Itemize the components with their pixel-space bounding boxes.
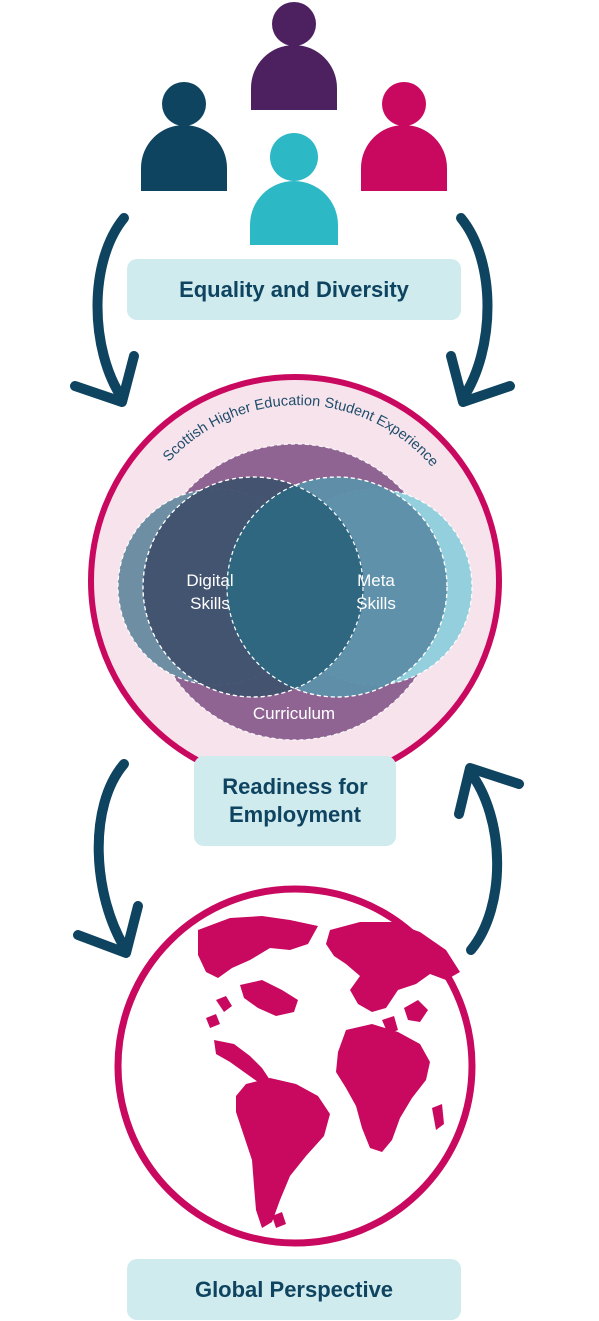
curved-arrow-icon-top-left: [70, 213, 139, 407]
label-global-text: Global Perspective: [194, 1276, 394, 1302]
label-equality-text: Equality and Diversity: [179, 276, 409, 302]
venn-overlap-center: [226, 485, 364, 689]
label-readiness-for-employment: Readiness for Employment: [194, 756, 396, 846]
curved-arrow-icon-bottom-left: [73, 759, 143, 958]
person-icon-purple: [251, 2, 337, 110]
venn-label-meta-line1: Meta: [357, 571, 395, 590]
label-equality-and-diversity: Equality and Diversity: [127, 259, 461, 320]
person-icon-light-teal: [250, 133, 338, 245]
globe-icon: [114, 885, 476, 1247]
label-readiness-line2: Employment: [228, 802, 362, 827]
venn-label-digital-line1: Digital: [186, 571, 233, 590]
curved-arrow-icon-bottom-right: [454, 763, 524, 955]
venn-label-curriculum: Curriculum: [253, 704, 335, 723]
venn-label-digital-line2: Skills: [190, 594, 230, 613]
venn-circles: [117, 443, 473, 741]
venn-label-meta-line2: Skills: [356, 594, 396, 613]
label-readiness-line1: Readiness for: [222, 774, 368, 799]
person-icon-dark-teal: [141, 82, 227, 191]
curved-arrow-icon-top-right: [446, 213, 515, 407]
label-global-perspective: Global Perspective: [127, 1259, 461, 1320]
person-icon-magenta: [361, 82, 447, 191]
